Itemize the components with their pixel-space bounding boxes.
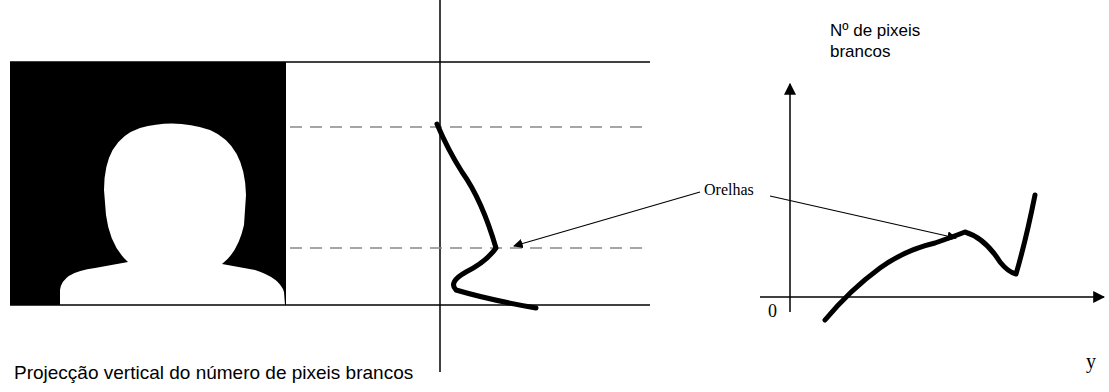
caption: Projecção vertical do número de pixeis b… xyxy=(14,362,413,384)
leader-arrow xyxy=(770,196,956,238)
dashed-line xyxy=(290,247,650,249)
binary-image xyxy=(10,62,286,305)
y-axis xyxy=(789,84,791,312)
leader-arrow xyxy=(514,192,700,246)
dashed-line xyxy=(290,126,650,128)
bottom-line xyxy=(10,304,650,306)
origin-label: 0 xyxy=(768,301,777,322)
callout-label: Orelhas xyxy=(704,181,754,199)
projection-curve xyxy=(437,124,536,308)
x-axis xyxy=(760,296,1104,298)
axis-title: Nº de pixeis brancos xyxy=(830,20,950,62)
projection-axis xyxy=(439,0,441,372)
head-silhouette xyxy=(60,123,285,305)
axis-label: y xyxy=(1086,350,1096,373)
top-line xyxy=(10,61,650,63)
profile-curve xyxy=(825,195,1035,320)
